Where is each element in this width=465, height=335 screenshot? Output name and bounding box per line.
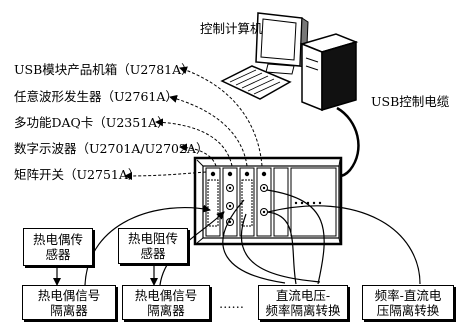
ellipsis-label: …… bbox=[219, 296, 244, 311]
isolator-2-line2: 隔离器 bbox=[147, 302, 185, 318]
thermocouple-sensor-box: 热电偶传 感器 bbox=[23, 228, 93, 266]
module-arrows bbox=[124, 66, 263, 180]
scope-label: 数字示波器（U2701A/U2702A） bbox=[14, 141, 209, 156]
rtd-sensor-box: 热电阻传 感器 bbox=[118, 228, 188, 264]
rtd-sensor-line1: 热电阻传 bbox=[127, 231, 178, 246]
usb-chassis-label: USB模块产品机箱（U2781A） bbox=[14, 62, 194, 77]
isolator-1-line1: 热电偶信号 bbox=[37, 287, 101, 303]
isolator-box-2: 热电偶信号 隔离器 bbox=[122, 285, 210, 320]
daq-label: 多功能DAQ卡（U2351A） bbox=[14, 115, 170, 130]
isolator-4-line2: 压隔离转换 bbox=[376, 302, 440, 318]
thermocouple-sensor-line1: 热电偶传 bbox=[32, 232, 83, 247]
isolator-box-4: 频率-直流电 压隔离转换 bbox=[362, 285, 454, 320]
rtd-sensor-line2: 感器 bbox=[140, 246, 166, 261]
isolator-1-line2: 隔离器 bbox=[50, 302, 88, 318]
computer-label: 控制计算机 bbox=[200, 21, 263, 36]
isolator-3-line2: 频率隔离转换 bbox=[265, 302, 341, 318]
isolator-box-3: 直流电压- 频率隔离转换 bbox=[258, 285, 348, 320]
awg-label: 任意波形发生器（U2761A） bbox=[14, 89, 178, 104]
isolator-3-line1: 直流电压- bbox=[275, 287, 331, 303]
computer-tower-icon bbox=[299, 33, 359, 112]
matrix-label: 矩阵开关（U2751A） bbox=[14, 167, 141, 182]
isolator-box-1: 热电偶信号 隔离器 bbox=[22, 285, 116, 320]
isolator-4-line1: 频率-直流电 bbox=[374, 287, 442, 303]
thermocouple-sensor-line2: 感器 bbox=[45, 247, 71, 262]
keyboard-icon bbox=[220, 65, 292, 100]
usb-chassis bbox=[193, 156, 343, 246]
isolator-2-line1: 热电偶信号 bbox=[134, 287, 198, 303]
computer-monitor-icon bbox=[255, 12, 309, 75]
usb-cable-label: USB控制电缆 bbox=[371, 94, 450, 109]
